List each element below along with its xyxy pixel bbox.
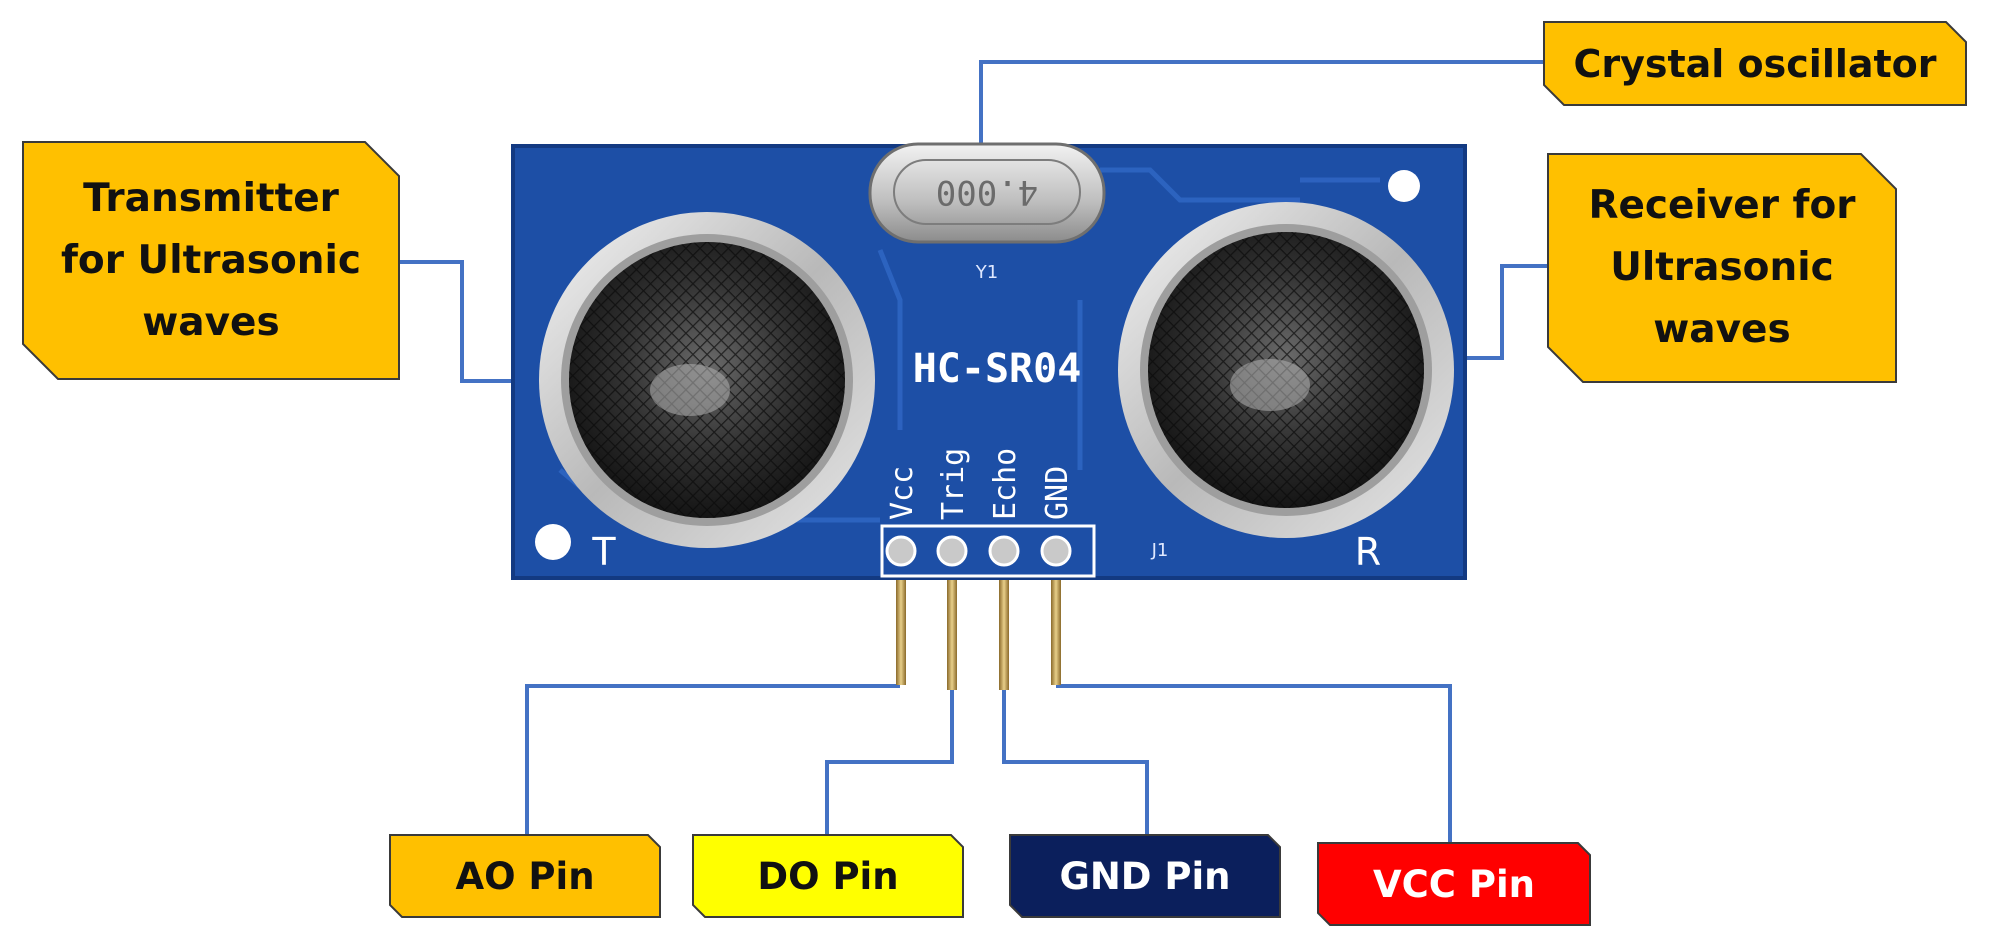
crystal-callout-box [1543,21,1967,106]
receiver-callout-line-3: waves [1653,307,1791,352]
header-ref: J1 [1151,540,1169,561]
transmitter-callout-box [22,141,400,380]
crystal-ref: Y1 [975,262,998,283]
ao-pin-callout: AO Pin [455,854,595,898]
hc-sr04-board: 4.000 Y1 HC-SR04 Vcc Trig Echo GND J1 T … [511,142,1467,580]
connector-lines [399,60,1548,843]
echo-pin-leg [999,575,1009,690]
transmitter-callout: Transmitter for Ultrasonic waves [23,142,399,379]
pin-label-echo: Echo [988,448,1023,520]
crystal-marking: 4.000 [936,172,1038,212]
gnd-pin-callout: GND Pin [1059,854,1231,898]
receiver-transducer [1118,202,1454,538]
pin-labels: Vcc Trig Echo GND [885,448,1075,520]
receiver-callout: Receiver for Ultrasonic waves [1548,154,1896,382]
gnd-connector [1002,690,1149,835]
receiver-connector [1452,264,1548,360]
pin-label-gnd: GND [1040,466,1075,520]
transmitter-mark: T [591,530,616,574]
vcc-callout-box [1317,842,1591,926]
transmitter-callout-line-1: Transmitter [83,175,339,221]
do-callout-box [692,834,964,918]
gnd-callout-box [1009,834,1281,918]
crystal-connector [979,60,1544,180]
vcc-connector [1056,684,1452,843]
pin-label-vcc: Vcc [885,466,920,520]
mounting-hole-bottom-left [535,524,571,560]
pin-label-trig: Trig [936,448,971,520]
crystal-callout: Crystal oscillator [1573,41,1937,86]
ao-callout-box [389,834,661,918]
transmitter-callout-line-2: for Ultrasonic [60,237,362,283]
model-label: HC-SR04 [913,346,1082,392]
receiver-callout-line-1: Receiver for [1588,183,1856,228]
vcc-pin-callout: VCC Pin [1373,862,1535,906]
pin-header [880,524,1096,578]
do-connector [825,690,954,835]
transmitter-connector [399,260,530,383]
header-pins [896,575,1061,690]
crystal-oscillator: 4.000 [868,142,1106,244]
gnd-pin-leg [1051,575,1061,685]
mounting-hole-top-right [1388,170,1420,202]
do-pin-callout: DO Pin [757,854,899,898]
receiver-callout-box [1547,153,1897,383]
transmitter-transducer [539,212,875,548]
callout-shapes [22,21,1967,926]
transmitter-callout-line-3: waves [142,299,280,345]
ao-connector [525,684,900,835]
vcc-pin-leg [896,575,906,685]
receiver-mark: R [1355,530,1381,574]
trig-pin-leg [947,575,957,690]
receiver-callout-line-2: Ultrasonic [1610,245,1834,290]
